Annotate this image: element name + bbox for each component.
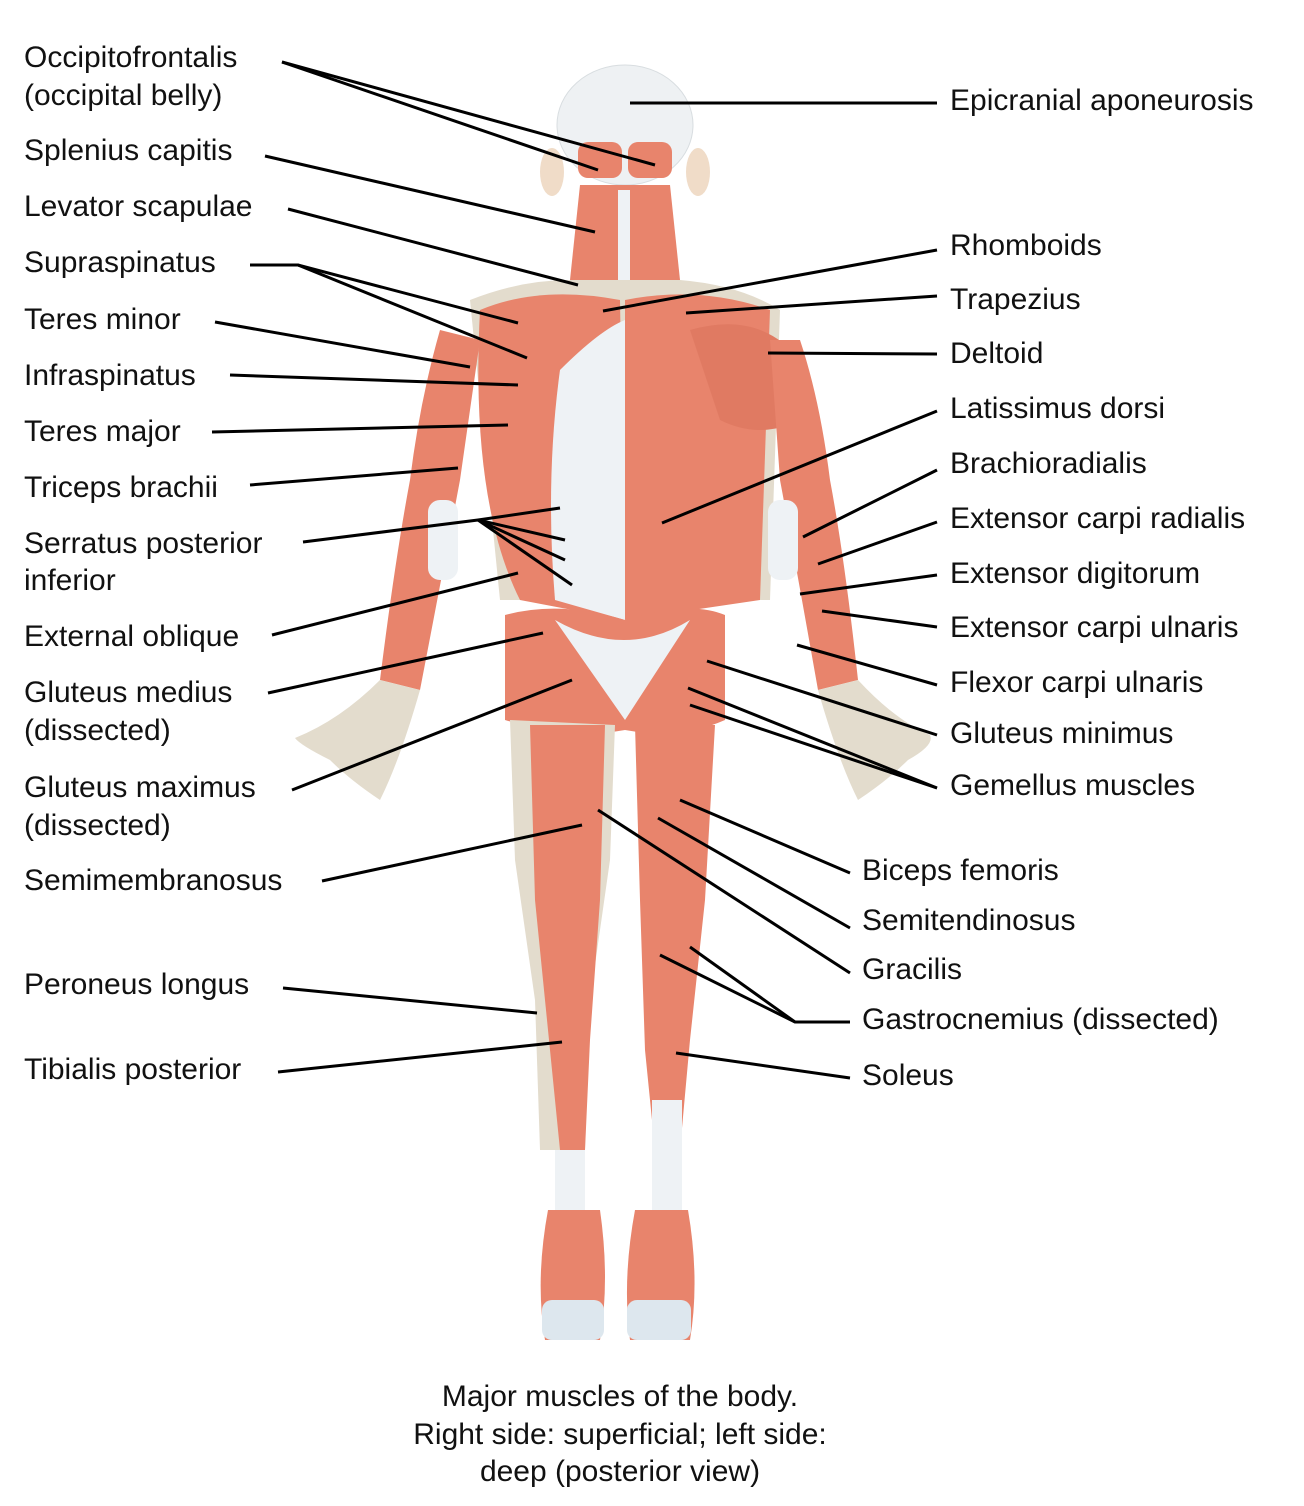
leader-lines xyxy=(211,60,938,1080)
label-teres-minor: Teres minor xyxy=(24,303,181,336)
label-soleus: Soleus xyxy=(862,1059,954,1092)
body-figure xyxy=(295,64,931,1340)
label-gastrocnemius: Gastrocnemius (dissected) xyxy=(862,1003,1219,1036)
label-serratus-posterior: Serratus posterior xyxy=(24,527,263,560)
caption-line: deep (posterior view) xyxy=(479,1455,761,1488)
label-gracilis: Gracilis xyxy=(862,953,963,986)
label-semimembranosus: Semimembranosus xyxy=(24,864,283,897)
label-semitendinosus: Semitendinosus xyxy=(862,904,1076,937)
label-gemellus-muscles: Gemellus muscles xyxy=(950,769,1196,802)
label-brachioradialis: Brachioradialis xyxy=(950,447,1147,480)
label-splenius-capitis: Splenius capitis xyxy=(24,134,233,167)
label-gluteus-maximus: Gluteus maximus xyxy=(24,771,256,804)
label-teres-major: Teres major xyxy=(24,415,181,448)
label-peroneus-longus: Peroneus longus xyxy=(24,968,250,1001)
label-occipitofrontalis-sub: (occipital belly) xyxy=(24,79,223,112)
label-gluteus-minimus: Gluteus minimus xyxy=(950,717,1174,750)
label-supraspinatus: Supraspinatus xyxy=(24,246,216,279)
label-triceps-brachii: Triceps brachii xyxy=(24,471,218,504)
caption-line: Right side: superficial; left side: xyxy=(413,1417,827,1451)
label-epicranial-aponeurosis: Epicranial aponeurosis xyxy=(950,84,1254,117)
label-infraspinatus: Infraspinatus xyxy=(24,359,196,392)
label-external-oblique: External oblique xyxy=(24,620,240,653)
label-gluteus-maximus-sub: (dissected) xyxy=(24,809,171,842)
label-deltoid: Deltoid xyxy=(950,337,1044,370)
label-extensor-digitorum: Extensor digitorum xyxy=(950,557,1201,590)
label-levator-scapulae: Levator scapulae xyxy=(24,190,253,223)
label-extensor-carpi-radialis: Extensor carpi radialis xyxy=(950,502,1246,535)
label-biceps-femoris: Biceps femoris xyxy=(862,854,1059,887)
caption-line: Major muscles of the body. xyxy=(441,1380,799,1413)
label-tibialis-posterior: Tibialis posterior xyxy=(24,1053,242,1086)
label-occipitofrontalis: Occipitofrontalis xyxy=(24,41,238,74)
label-latissimus-dorsi: Latissimus dorsi xyxy=(950,392,1166,425)
label-gluteus-medius-sub: (dissected) xyxy=(24,714,171,747)
label-flexor-carpi-ulnaris: Flexor carpi ulnaris xyxy=(950,666,1204,699)
label-trapezius: Trapezius xyxy=(950,283,1081,316)
label-serratus-inferior: inferior xyxy=(24,564,116,597)
label-rhomboids: Rhomboids xyxy=(950,229,1102,262)
figure-caption: Major muscles of the body. Right side: s… xyxy=(320,1378,920,1491)
label-gluteus-medius: Gluteus medius xyxy=(24,676,233,709)
label-extensor-carpi-ulnaris: Extensor carpi ulnaris xyxy=(950,611,1239,644)
